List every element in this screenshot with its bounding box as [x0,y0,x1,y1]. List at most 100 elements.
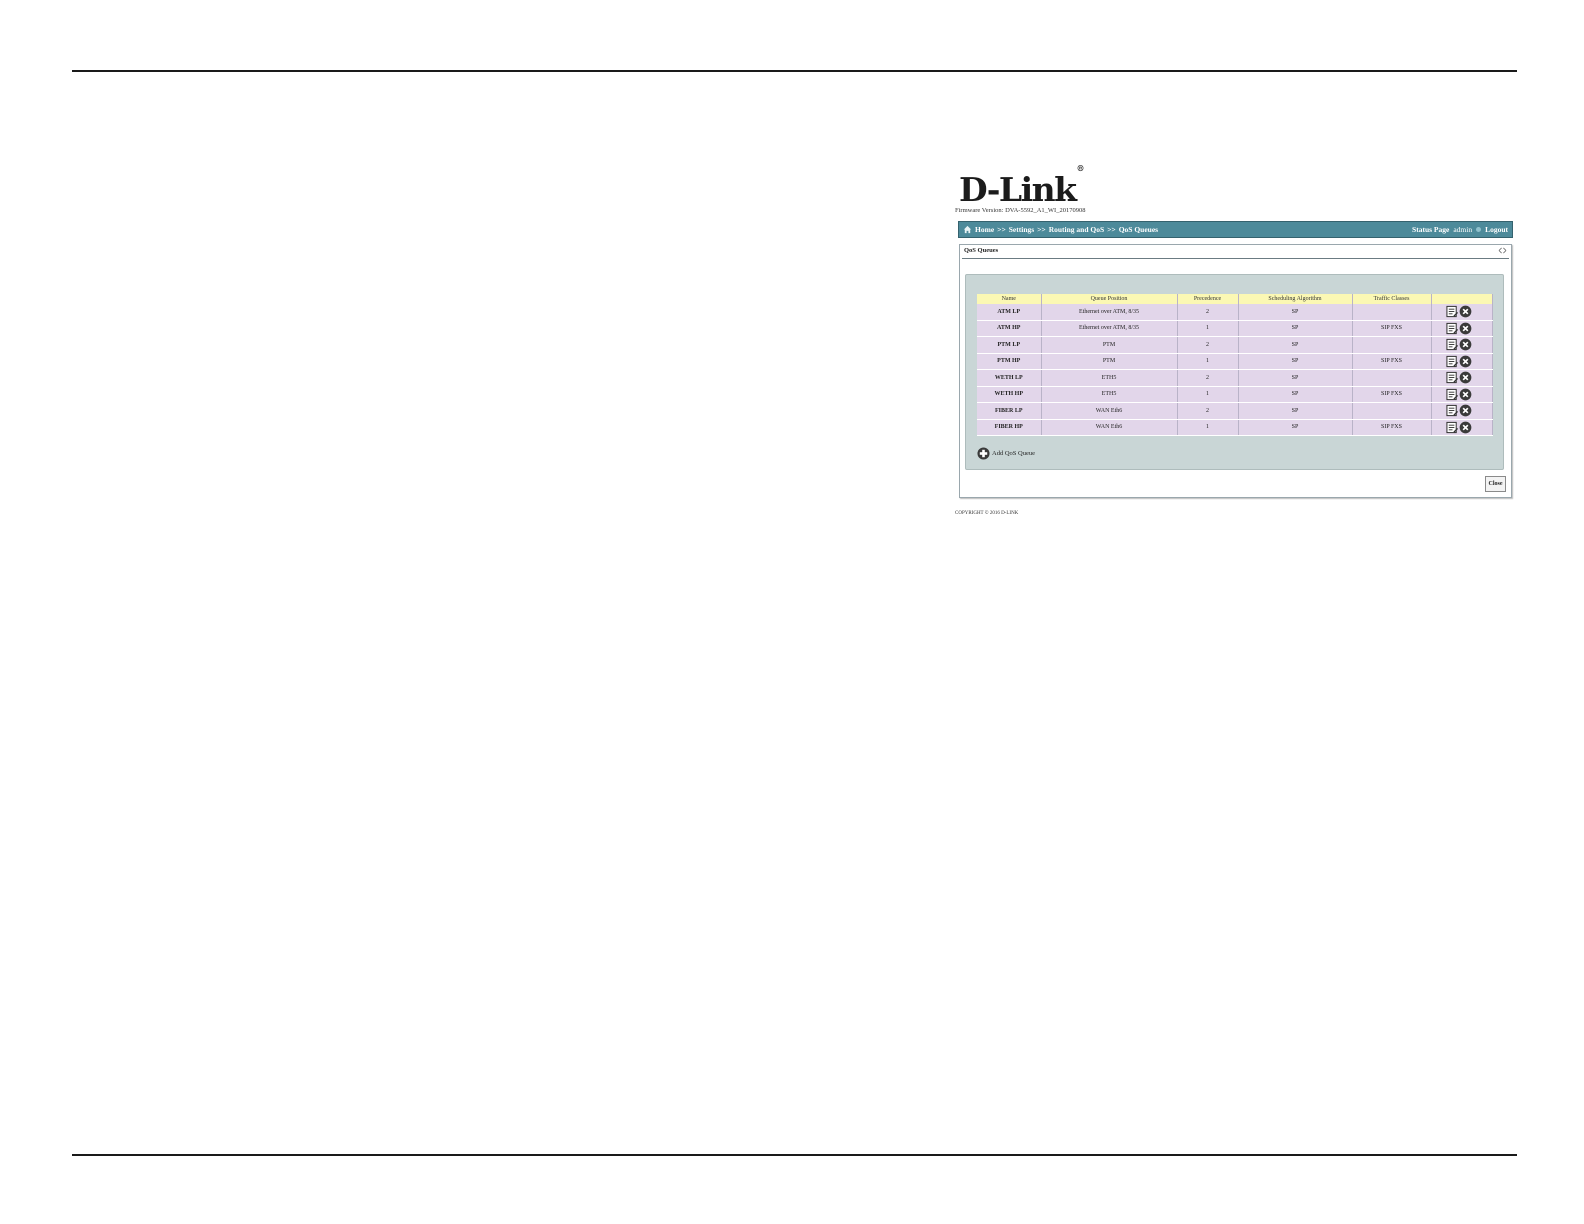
cell-traffic-classes [1352,369,1432,387]
column-header-name: Name [977,294,1042,304]
queues-container: Name Queue Position Precedence Schedulin… [965,274,1504,470]
cell-traffic-classes: SIP FXS [1352,419,1432,436]
cell-precedence: 1 [1177,419,1239,436]
delete-icon[interactable] [1459,404,1472,417]
cell-actions [1431,304,1493,321]
cell-queue-position: Ethernet over ATM, 8/35 [1041,320,1178,337]
cell-precedence: 2 [1177,336,1239,354]
add-qos-queue-button[interactable]: Add QoS Queue [977,447,1035,460]
add-icon [977,447,990,460]
cell-precedence: 2 [1177,369,1239,387]
cell-name: ATM LP [977,304,1042,321]
status-page-link[interactable]: Status Page [1412,225,1450,234]
cell-queue-position: Ethernet over ATM, 8/35 [1041,304,1178,321]
cell-name: FIBER LP [977,402,1042,420]
column-header-actions [1431,294,1493,304]
edit-icon[interactable] [1445,338,1459,351]
cell-scheduling-algorithm: SP [1238,353,1353,370]
add-qos-queue-label: Add QoS Queue [992,450,1035,457]
breadcrumb-separator: >> [997,225,1006,234]
breadcrumb-settings[interactable]: Settings [1008,225,1035,234]
cell-traffic-classes: SIP FXS [1352,353,1432,370]
column-header-scheduling-algorithm: Scheduling Algorithm [1238,294,1353,304]
cell-traffic-classes: SIP FXS [1352,320,1432,337]
home-icon[interactable] [963,225,972,234]
cell-actions [1431,336,1493,354]
breadcrumb-current: QoS Queues [1118,225,1159,234]
dlink-logo: D-Link® [959,163,1085,209]
logout-link[interactable]: Logout [1485,225,1508,234]
cell-traffic-classes [1352,402,1432,420]
cell-actions [1431,402,1493,420]
edit-icon[interactable] [1445,404,1459,417]
cell-actions [1431,353,1493,370]
cell-scheduling-algorithm: SP [1238,304,1353,321]
cell-scheduling-algorithm: SP [1238,320,1353,337]
edit-icon[interactable] [1445,305,1459,318]
panel-title: QoS Queues [964,247,999,254]
cell-name: ATM HP [977,320,1042,337]
cell-name: WETH LP [977,369,1042,387]
breadcrumb: Home >> Settings >> Routing and QoS >> Q… [963,225,1158,234]
cell-actions [1431,369,1493,387]
cell-queue-position: WAN Eth6 [1041,419,1178,436]
edit-icon[interactable] [1445,355,1459,368]
delete-icon[interactable] [1459,322,1472,335]
close-button[interactable]: Close [1485,476,1506,492]
panel-divider [962,258,1509,259]
breadcrumb-separator: >> [1037,225,1046,234]
cell-traffic-classes: SIP FXS [1352,386,1432,403]
cell-precedence: 2 [1177,402,1239,420]
top-navbar: Home >> Settings >> Routing and QoS >> Q… [958,221,1513,238]
cell-scheduling-algorithm: SP [1238,386,1353,403]
cell-scheduling-algorithm: SP [1238,336,1353,354]
cell-scheduling-algorithm: SP [1238,402,1353,420]
cell-queue-position: PTM [1041,353,1178,370]
page-bottom-rule [72,1154,1517,1156]
firmware-version: Firmware Version: DVA-5592_A1_WI_2017090… [955,207,1086,214]
cell-queue-position: ETH5 [1041,386,1178,403]
column-header-precedence: Precedence [1177,294,1239,304]
column-header-queue-position: Queue Position [1041,294,1178,304]
cell-traffic-classes [1352,304,1432,321]
cell-queue-position: ETH5 [1041,369,1178,387]
edit-icon[interactable] [1445,371,1459,384]
delete-icon[interactable] [1459,388,1472,401]
cell-name: PTM LP [977,336,1042,354]
edit-icon[interactable] [1445,421,1459,434]
navbar-right: Status Page admin Logout [1412,225,1508,234]
edit-icon[interactable] [1445,388,1459,401]
queues-table: Name Queue Position Precedence Schedulin… [977,294,1493,436]
cell-queue-position: PTM [1041,336,1178,354]
cell-queue-position: WAN Eth6 [1041,402,1178,420]
cell-precedence: 1 [1177,386,1239,403]
delete-icon[interactable] [1459,421,1472,434]
expand-icon[interactable] [1498,247,1507,254]
breadcrumb-home[interactable]: Home [975,225,995,234]
edit-icon[interactable] [1445,322,1459,335]
cell-traffic-classes [1352,336,1432,354]
cell-name: FIBER HP [977,419,1042,436]
qos-queues-panel: QoS Queues Name Queue Position Precedenc… [959,244,1512,498]
delete-icon[interactable] [1459,305,1472,318]
cell-name: WETH HP [977,386,1042,403]
cell-name: PTM HP [977,353,1042,370]
cell-scheduling-algorithm: SP [1238,419,1353,436]
delete-icon[interactable] [1459,371,1472,384]
table-header-row: Name Queue Position Precedence Schedulin… [977,294,1493,304]
page-top-rule [72,70,1517,72]
cell-actions [1431,320,1493,337]
breadcrumb-separator: >> [1107,225,1116,234]
delete-icon[interactable] [1459,355,1472,368]
breadcrumb-routing-qos[interactable]: Routing and QoS [1048,225,1105,234]
delete-icon[interactable] [1459,338,1472,351]
